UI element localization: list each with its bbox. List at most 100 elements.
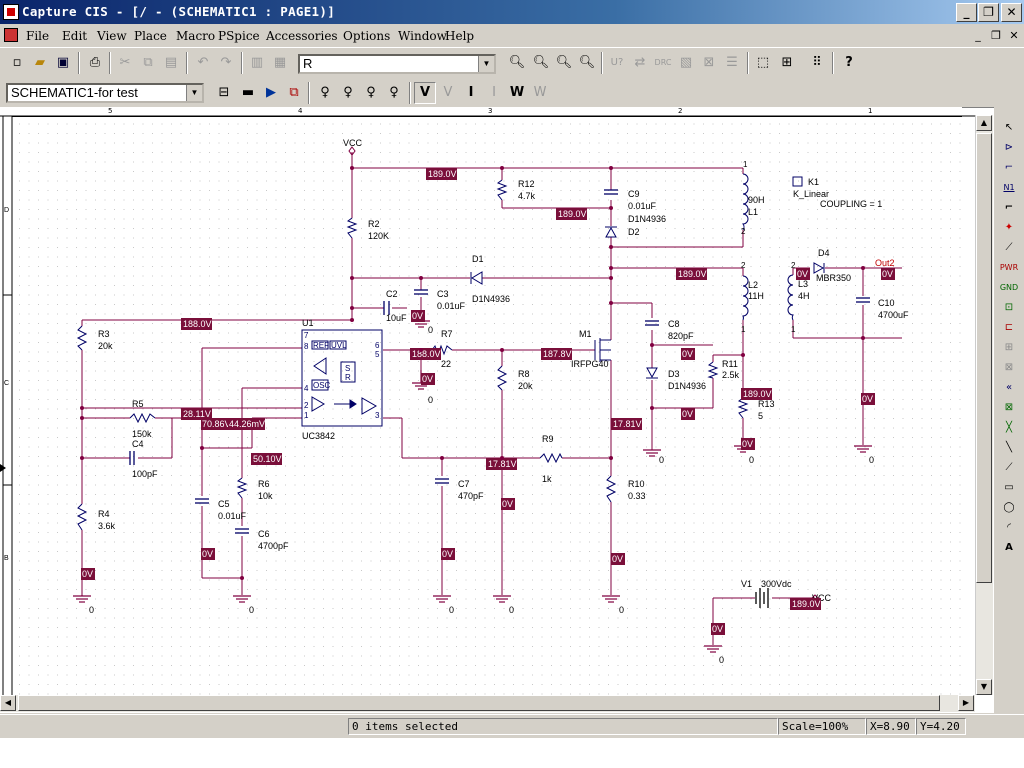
bill-of-materials-icon[interactable]: ☰ bbox=[726, 55, 738, 70]
place-part-icon[interactable]: ⊳ bbox=[1004, 142, 1014, 153]
place-line-icon[interactable]: ╲ bbox=[1005, 442, 1013, 453]
bias-current-toggle[interactable]: I bbox=[468, 85, 474, 100]
netlist-icon[interactable]: ▧ bbox=[679, 55, 693, 70]
menu-help[interactable]: Help bbox=[445, 29, 475, 43]
zoom-all-icon[interactable]: 🔍︎ bbox=[578, 55, 596, 70]
place-net-alias-icon[interactable]: N1 bbox=[1003, 183, 1015, 192]
chevron-down-icon[interactable]: ▼ bbox=[478, 56, 494, 72]
place-hierarchical-block-icon[interactable]: ⊡ bbox=[1004, 302, 1014, 313]
project-manager-icon[interactable]: ⊞ bbox=[781, 55, 793, 70]
place-polyline-icon[interactable]: ⟋ bbox=[1005, 462, 1013, 473]
vcc-source-label: VCC bbox=[812, 593, 832, 603]
split-view-icon[interactable]: ▥ bbox=[250, 55, 264, 70]
annotate-icon[interactable]: U? bbox=[610, 57, 624, 68]
place-text-icon[interactable]: A bbox=[1005, 542, 1013, 553]
app-icon[interactable] bbox=[3, 4, 19, 20]
place-lnk-icon[interactable]: ╳ bbox=[1005, 422, 1013, 433]
menu-view[interactable]: View bbox=[97, 29, 127, 43]
undo-icon[interactable]: ↶ bbox=[197, 55, 209, 70]
menu-file[interactable]: File bbox=[26, 29, 50, 43]
hierarchy-icon[interactable]: ⠿ bbox=[812, 55, 822, 70]
back-annotate-icon[interactable]: ⇄ bbox=[634, 55, 646, 70]
snap-to-grid-icon[interactable]: ⬚ bbox=[756, 55, 770, 70]
place-power-icon[interactable]: PWR bbox=[999, 263, 1019, 272]
place-hierarchical-port-icon[interactable]: ⊏ bbox=[1004, 322, 1014, 333]
place-hierarchical-pin-icon[interactable]: ⊞ bbox=[1004, 342, 1014, 353]
select-arrow-icon[interactable]: ↖ bbox=[1004, 122, 1014, 133]
standard-toolbar: ▫ ▰ ▣ ⎙ ✂ ⧉ ▤ ↶ ↷ ▥ ▦ R ▼ 🔍︎ 🔍︎ 🔍︎ 🔍︎ U?… bbox=[0, 49, 1024, 79]
run-simulation-icon[interactable]: ▶ bbox=[266, 85, 276, 100]
power-marker-icon[interactable]: ♀ bbox=[389, 85, 399, 100]
save-icon[interactable]: ▣ bbox=[56, 55, 70, 70]
current-marker-icon[interactable]: ♀ bbox=[366, 85, 376, 100]
mdi-minimize-button[interactable]: _ bbox=[975, 29, 981, 42]
edit-simulation-icon[interactable]: ▬ bbox=[241, 85, 255, 100]
zoom-out-icon[interactable]: 🔍︎ bbox=[532, 55, 550, 70]
copy-icon[interactable]: ⧉ bbox=[143, 55, 153, 70]
grid-view-icon[interactable]: ▦ bbox=[273, 55, 287, 70]
close-button[interactable]: ✕ bbox=[1001, 3, 1022, 22]
ruler-label: 1 bbox=[868, 107, 873, 115]
place-arc-icon[interactable]: ◜ bbox=[1007, 522, 1011, 533]
mdi-restore-button[interactable]: ❐ bbox=[991, 29, 1001, 42]
menu-pspice[interactable]: PSpice bbox=[218, 29, 260, 43]
help-icon[interactable]: ? bbox=[845, 55, 853, 70]
vertical-scrollbar[interactable]: ▲ ▼ bbox=[975, 115, 993, 695]
zoom-area-icon[interactable]: 🔍︎ bbox=[555, 55, 573, 70]
place-ellipse-icon[interactable]: ◯ bbox=[1003, 502, 1015, 513]
open-folder-icon[interactable]: ▰ bbox=[35, 55, 45, 70]
c4-value: 100pF bbox=[132, 469, 158, 479]
mdi-close-button[interactable]: ✕ bbox=[1009, 29, 1019, 42]
voltage-display-icon[interactable]: V bbox=[443, 85, 453, 100]
menu-place[interactable]: Place bbox=[134, 29, 167, 43]
place-no-connect-icon[interactable]: « bbox=[1005, 382, 1013, 393]
menu-edit[interactable]: Edit bbox=[62, 29, 88, 43]
place-wire-icon[interactable]: ⌐ bbox=[1004, 162, 1014, 173]
menu-accessories[interactable]: Accessories bbox=[266, 29, 338, 43]
drc-icon[interactable]: DRC bbox=[654, 58, 672, 67]
chevron-down-icon[interactable]: ▼ bbox=[186, 85, 202, 101]
voltage-marker-icon[interactable]: ♀ bbox=[320, 85, 330, 100]
current-display-icon[interactable]: I bbox=[492, 85, 496, 100]
vertical-scroll-thumb[interactable] bbox=[976, 133, 992, 583]
power-display-icon[interactable]: W bbox=[533, 85, 547, 100]
zoom-in-icon[interactable]: 🔍︎ bbox=[508, 55, 526, 70]
redo-icon[interactable]: ↷ bbox=[220, 55, 232, 70]
voltage-marker: 0V bbox=[712, 624, 723, 634]
ruler-side-label: D bbox=[4, 207, 9, 214]
document-icon[interactable] bbox=[4, 28, 18, 42]
part-search-combo[interactable]: R ▼ bbox=[298, 54, 496, 74]
place-ground-icon[interactable]: GND bbox=[999, 283, 1019, 292]
minimize-button[interactable]: _ bbox=[956, 3, 977, 22]
place-off-page-connector-icon[interactable]: ⊠ bbox=[1004, 362, 1014, 373]
view-results-icon[interactable]: ⧉ bbox=[289, 85, 299, 100]
menu-options[interactable]: Options bbox=[343, 29, 391, 43]
maximize-button[interactable]: ❐ bbox=[978, 3, 999, 22]
scroll-right-button[interactable]: ▶ bbox=[958, 695, 974, 711]
place-junction-icon[interactable]: ✦ bbox=[1004, 222, 1014, 233]
cut-icon[interactable]: ✂ bbox=[119, 55, 131, 70]
menu-window[interactable]: Window bbox=[398, 29, 447, 43]
horizontal-scrollbar[interactable]: ◀ ▶ bbox=[0, 695, 975, 712]
place-no-connect-x-icon[interactable]: ⊠ bbox=[1004, 402, 1014, 413]
c2-value: 10uF bbox=[386, 313, 407, 323]
u1-osc-label: OSC bbox=[313, 381, 331, 390]
window-title: Capture CIS - [/ - (SCHEMATIC1 : PAGE1)] bbox=[22, 4, 336, 19]
place-rectangle-icon[interactable]: ▭ bbox=[1004, 482, 1014, 493]
place-bus-icon[interactable]: ⌐ bbox=[1004, 202, 1014, 213]
scroll-down-button[interactable]: ▼ bbox=[976, 679, 992, 695]
new-icon[interactable]: ▫ bbox=[12, 55, 22, 70]
place-bus-entry-icon[interactable]: ⟋ bbox=[1005, 242, 1013, 253]
bias-power-toggle[interactable]: W bbox=[509, 85, 525, 100]
schematic-combo[interactable]: SCHEMATIC1-for test ▼ bbox=[6, 83, 204, 103]
print-icon[interactable]: ⎙ bbox=[89, 55, 101, 70]
paste-icon[interactable]: ▤ bbox=[164, 55, 178, 70]
new-simulation-icon[interactable]: ⊟ bbox=[218, 85, 230, 100]
menu-macro[interactable]: Macro bbox=[176, 29, 216, 43]
bias-voltage-toggle[interactable]: V bbox=[414, 82, 436, 104]
horizontal-scroll-thumb[interactable] bbox=[18, 695, 940, 711]
cross-reference-icon[interactable]: ⊠ bbox=[703, 55, 715, 70]
scroll-left-button[interactable]: ◀ bbox=[0, 695, 16, 711]
differential-marker-icon[interactable]: ♀ bbox=[343, 85, 353, 100]
scroll-up-button[interactable]: ▲ bbox=[976, 115, 992, 131]
